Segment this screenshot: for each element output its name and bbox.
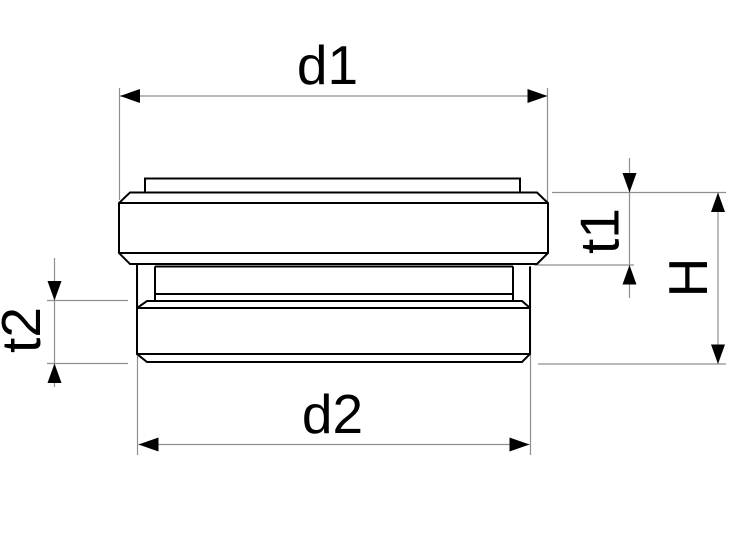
dimension-arrowheads xyxy=(47,89,725,452)
h-arrow-bottom xyxy=(711,344,725,364)
t1-arrow-bottom xyxy=(622,265,637,285)
d2-arrow-left xyxy=(138,437,159,452)
bottom-washer-body xyxy=(136,300,531,363)
t2-label: t2 xyxy=(0,307,52,353)
d2-label: d2 xyxy=(302,383,363,445)
t1-arrow-top xyxy=(622,173,637,193)
h-arrow-top xyxy=(711,192,725,212)
top-washer-body xyxy=(118,191,549,265)
part-cross-section xyxy=(118,177,549,363)
t2-arrow-top xyxy=(47,281,62,301)
d1-label: d1 xyxy=(297,34,358,96)
dimension-labels: d1 d2 t1 t2 H xyxy=(0,34,719,445)
d2-arrow-right xyxy=(509,437,530,452)
dimension-guides xyxy=(47,88,726,455)
t1-label: t1 xyxy=(568,208,630,254)
d1-arrow-right xyxy=(527,89,548,103)
h-label: H xyxy=(657,258,719,298)
t2-arrow-bottom xyxy=(47,363,62,383)
d1-arrow-left xyxy=(120,89,140,103)
top-washer-step xyxy=(144,177,521,193)
